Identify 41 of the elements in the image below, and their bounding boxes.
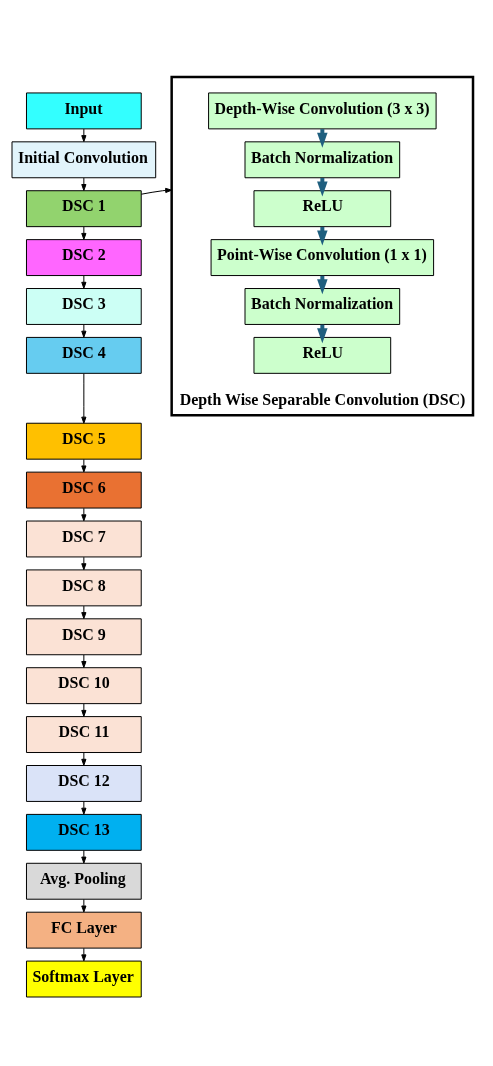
node-box: DSC 10 [25,667,142,705]
node-box: Input [25,92,142,130]
node-box: DSC 12 [25,765,142,802]
node-box: DSC 5 [25,422,142,460]
node-box: Depth-Wise Convolution (3 x 3) [208,92,437,130]
node-box: DSC 9 [25,618,142,656]
node-box: Batch Normalization [244,141,401,179]
arrow [81,703,87,717]
node-box: Batch Normalization [244,288,401,325]
node-box: Avg. Pooling [25,862,142,900]
arrow [81,324,87,338]
arrow [81,458,87,473]
arrow [81,373,87,424]
arrow [81,605,87,620]
arrow [81,507,87,522]
arrow [81,654,87,668]
node-box: DSC 2 [25,239,142,277]
arrow [81,947,87,962]
arrow [81,801,87,815]
arrow [81,752,87,766]
node-box: DSC 11 [25,716,142,754]
node-box: DSC 4 [25,336,142,374]
node-box: ReLU [253,336,392,374]
arrow [81,177,87,191]
arrow [81,226,87,240]
node-box: ReLU [253,190,392,228]
node-box: DSC 13 [25,813,142,851]
arrow [81,128,87,143]
node-box: Point-Wise Convolution (1 x 1) [210,239,435,277]
node-box: FC Layer [25,911,142,949]
node-box: DSC 1 [25,190,142,228]
node-box: DSC 6 [25,471,142,509]
node-box: DSC 3 [25,288,142,325]
arrow [140,187,173,195]
arrow [81,556,87,571]
node-box: Initial Convolution [11,141,157,179]
node-box: DSC 7 [25,520,142,558]
node-box: Softmax Layer [25,960,142,998]
arrow [81,898,87,913]
arrow [81,275,87,289]
node-box: DSC 8 [25,569,142,607]
